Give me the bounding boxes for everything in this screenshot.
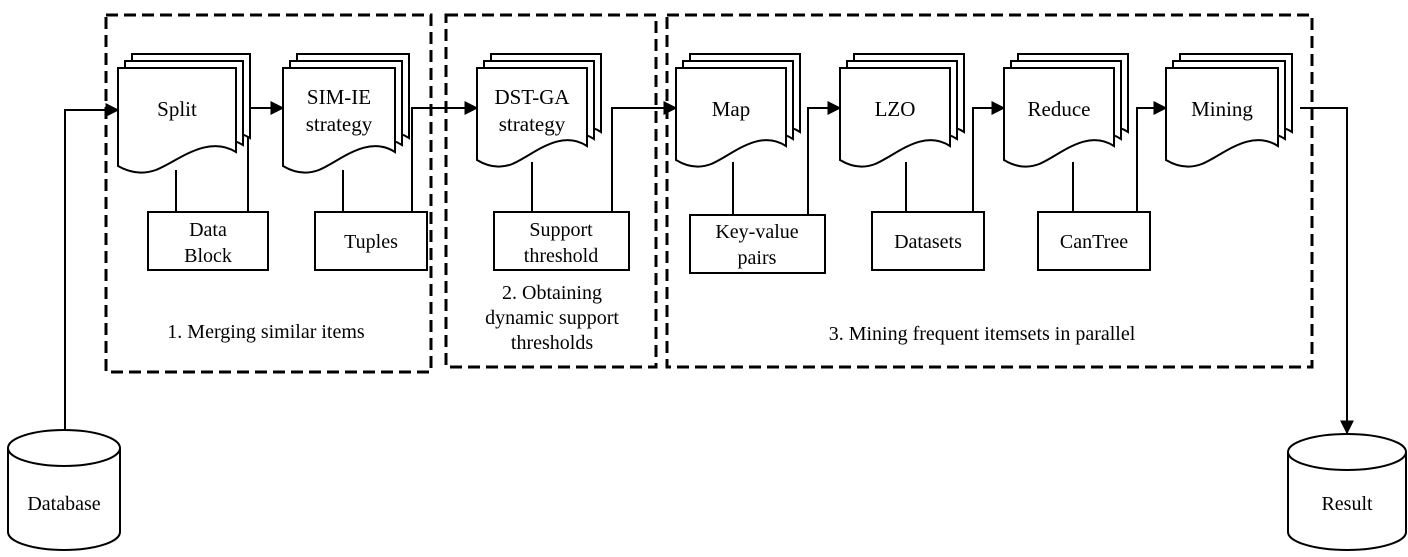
doc-reduce-label-line-1: Reduce — [1028, 97, 1091, 121]
box-datasets: Datasets — [871, 211, 985, 271]
box-tuples: Tuples — [314, 211, 428, 271]
doc-map-label-line-1: Map — [712, 97, 751, 121]
box-datablock: Data Block — [147, 211, 269, 271]
stage-merge-frame — [104, 13, 433, 374]
box-keyvalue-line-1: Key-value — [715, 221, 798, 243]
doc-simie-front-sheet — [282, 67, 396, 174]
doc-dstga: DST-GA strategy — [476, 53, 602, 168]
doc-split: Split — [117, 53, 251, 174]
connectors — [64, 101, 1354, 450]
doc-map-front-sheet — [675, 67, 787, 168]
box-keyvalue-line-2: pairs — [738, 247, 777, 269]
doc-split-front-sheet — [117, 67, 237, 174]
box-cantree: CanTree — [1037, 211, 1151, 271]
doc-lzo-label-line-1: LZO — [875, 97, 916, 121]
doc-mining-label-line-1: Mining — [1191, 97, 1253, 121]
box-datablock-line-2: Block — [184, 245, 232, 267]
doc-simie-label-line-2: strategy — [306, 112, 373, 136]
doc-map: Map — [675, 53, 801, 168]
box-datasets-line-1: Datasets — [894, 231, 962, 253]
box-support: Support threshold — [493, 211, 630, 271]
box-tuples-line-1: Tuples — [344, 231, 398, 253]
doc-dstga-label-line-2: strategy — [499, 112, 566, 136]
doc-simie: SIM-IE strategy — [282, 53, 410, 174]
stage-dst-label-line-3: thresholds — [511, 332, 593, 354]
doc-dstga-label-line-1: DST-GA — [494, 85, 570, 109]
box-support-line-1: Support — [529, 219, 593, 241]
box-keyvalue: Key-value pairs — [689, 214, 826, 274]
doc-split-label-line-1: Split — [157, 97, 197, 121]
doc-reduce-front-sheet — [1003, 67, 1115, 168]
doc-mining: Mining — [1165, 53, 1293, 168]
doc-lzo-front-sheet — [839, 67, 951, 168]
database-store: Database — [7, 429, 121, 551]
doc-simie-label-line-1: SIM-IE — [307, 85, 371, 109]
box-datablock-line-1: Data — [189, 219, 227, 241]
box-support-line-2: threshold — [524, 245, 598, 267]
doc-reduce: Reduce — [1003, 53, 1129, 168]
result-label: Result — [1321, 493, 1373, 515]
doc-mining-front-sheet — [1165, 67, 1279, 168]
stage-dst-label-line-2: dynamic support — [485, 307, 619, 329]
database-label: Database — [27, 493, 100, 515]
stage-dst-frame — [444, 13, 658, 369]
doc-dstga-front-sheet — [476, 67, 588, 168]
stage-mining-label: 3. Mining frequent itemsets in parallel — [829, 323, 1136, 345]
document-nodes: Split SIM-IE strategy DST-GA strategy Map LZO R… — [117, 53, 1293, 174]
doc-lzo: LZO — [839, 53, 965, 168]
stage-mining-frame — [665, 13, 1314, 369]
result-store: Result — [1287, 433, 1407, 551]
stage-dst-label-line-1: 2. Obtaining — [502, 282, 602, 304]
stage-merge-label: 1. Merging similar items — [167, 321, 365, 343]
box-cantree-line-1: CanTree — [1060, 231, 1128, 253]
